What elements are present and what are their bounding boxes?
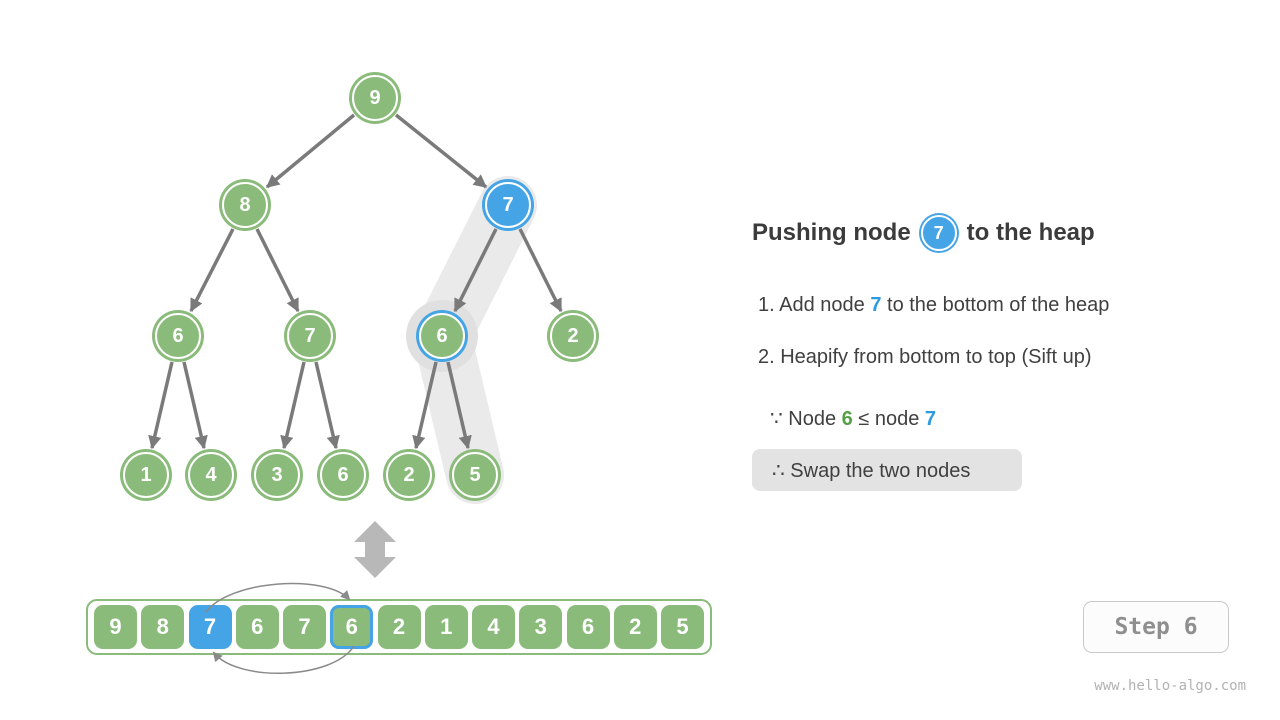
heap-array: 9 8 7 6 7 6 2 1 4 3 6 2 5 xyxy=(86,599,712,655)
step-1-highlight: 7 xyxy=(870,294,882,316)
step-badge: Step 6 xyxy=(1083,601,1229,653)
because-pre: ∵ Node xyxy=(770,408,842,430)
tree-node: 3 xyxy=(254,452,300,498)
pushed-node-badge: 7 xyxy=(920,215,957,251)
array-cell: 7 xyxy=(283,605,326,649)
step-1-text: 1. Add node 7 to the bottom of the heap xyxy=(758,294,1109,317)
therefore-box: ∴ Swap the two nodes xyxy=(752,449,1022,491)
tree-edge xyxy=(446,361,472,450)
tree-edge xyxy=(394,113,488,189)
array-cell: 3 xyxy=(519,605,563,649)
tree-node: 6 xyxy=(155,313,201,359)
tree-node-pushed: 7 xyxy=(485,182,531,228)
tree-edge xyxy=(182,361,208,450)
because-mid: ≤ node xyxy=(852,408,925,430)
tree-node: 6 xyxy=(320,452,366,498)
tree-edge xyxy=(189,228,235,313)
up-down-arrow-icon xyxy=(354,521,396,578)
panel-title: Pushing node 7 to the heap xyxy=(752,211,1095,255)
array-cell: 2 xyxy=(377,605,421,649)
array-cell: 6 xyxy=(235,605,279,649)
array-cell-pushed: 7 xyxy=(188,605,232,649)
tree-node: 2 xyxy=(386,452,432,498)
step-1-post: to the bottom of the heap xyxy=(881,294,1110,316)
because-line: ∵ Node 6 ≤ node 7 xyxy=(770,406,936,431)
panel-title-prefix: Pushing node xyxy=(752,219,911,246)
tree-node: 2 xyxy=(550,313,596,359)
tree-node-compared: 6 xyxy=(419,313,465,359)
tree-edge xyxy=(412,361,438,450)
array-cell: 1 xyxy=(424,605,468,649)
tree-edge xyxy=(314,361,340,450)
array-cell: 5 xyxy=(661,605,704,649)
because-green-value: 6 xyxy=(841,408,853,430)
tree-node: 5 xyxy=(452,452,498,498)
array-cell: 2 xyxy=(613,605,657,649)
array-cell: 4 xyxy=(472,605,515,649)
step-1-pre: 1. Add node xyxy=(758,294,871,316)
because-blue-value: 7 xyxy=(924,408,937,430)
step-2-text: 2. Heapify from bottom to top (Sift up) xyxy=(758,346,1092,368)
tree-edge xyxy=(453,228,498,313)
tree-node-root: 9 xyxy=(352,75,398,121)
website-url: www.hello-algo.com xyxy=(1094,678,1246,694)
tree-node: 1 xyxy=(123,452,169,498)
array-cell: 9 xyxy=(94,605,137,649)
tree-edge xyxy=(265,113,356,189)
tree-node: 4 xyxy=(188,452,234,498)
array-cell-compared: 6 xyxy=(330,605,374,649)
tree-edge xyxy=(518,228,563,313)
array-cell: 8 xyxy=(141,605,185,649)
tree-edge xyxy=(148,361,174,450)
tree-node: 7 xyxy=(287,313,333,359)
panel-title-suffix: to the heap xyxy=(966,219,1095,246)
tree-node: 8 xyxy=(222,182,268,228)
tree-edge xyxy=(255,228,300,313)
array-cell: 6 xyxy=(566,605,610,649)
tree-edge xyxy=(280,361,306,450)
